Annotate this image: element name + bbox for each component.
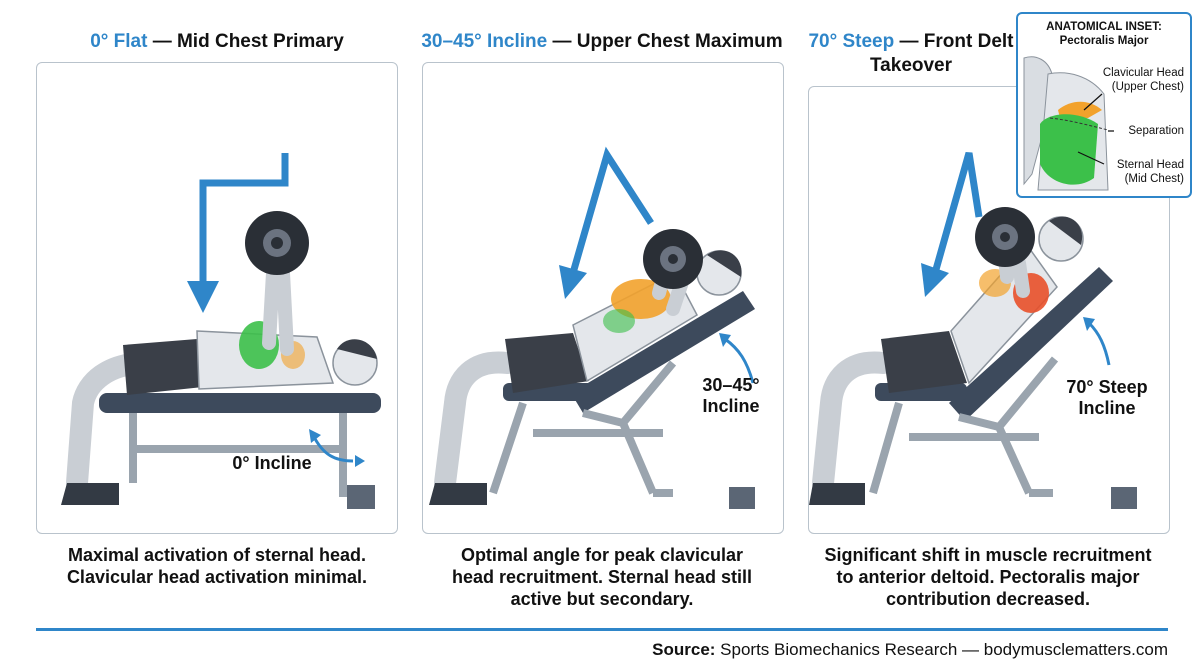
dumbbell-center xyxy=(1000,232,1010,242)
panel-2-caption-line3: active but secondary. xyxy=(510,589,694,609)
panel-3-caption-line1: Significant shift in muscle recruitment xyxy=(824,545,1152,565)
movement-arrow-head xyxy=(187,281,219,313)
angle-arrow xyxy=(311,434,354,463)
bench-backrest xyxy=(949,267,1113,421)
inset-label-clavicular-line2: (Upper Chest) xyxy=(1111,81,1184,93)
panel-1-title-accent: 0° Flat xyxy=(90,31,148,52)
sternal-head-highlight xyxy=(603,309,635,333)
inset-label-clavicular: Clavicular Head (Upper Chest) xyxy=(1088,66,1184,94)
inset-title-line1: ANATOMICAL INSET: xyxy=(1046,21,1162,33)
movement-arrow xyxy=(569,146,654,274)
panel-3-angle-label-line2: Incline xyxy=(1078,398,1136,418)
source-text: Sports Biomechanics Research — bodymuscl… xyxy=(715,640,1168,659)
source-credit: Source: Sports Biomechanics Research — b… xyxy=(652,640,1168,660)
panel-1-caption-line2: Clavicular head activation minimal. xyxy=(66,567,368,587)
movement-arrow xyxy=(199,153,289,285)
panel-2-title-accent: 30–45° Incline xyxy=(421,31,548,52)
inset-title: ANATOMICAL INSET: Pectoralis Major xyxy=(1018,20,1190,48)
panel-3-title-accent: 70° Steep xyxy=(808,31,895,52)
inset-label-sternal: Sternal Head (Mid Chest) xyxy=(1094,158,1184,186)
panel-2-angle-label-line2: Incline xyxy=(702,396,760,416)
dumbbell-center xyxy=(668,254,678,264)
angle-arrow-head-a xyxy=(309,429,321,443)
movement-arrow-head xyxy=(921,263,949,297)
athlete-legs xyxy=(434,351,518,494)
athlete-shorts xyxy=(123,339,203,395)
bench-frame xyxy=(489,360,677,497)
incline-bench-press-illustration xyxy=(429,146,755,509)
bench-pad xyxy=(99,393,381,413)
bench-foot xyxy=(729,487,755,509)
athlete-arms xyxy=(262,266,294,356)
anatomical-inset: ANATOMICAL INSET: Pectoralis Major Clavi… xyxy=(1016,12,1192,198)
panel-1-angle-label: 0° Incline xyxy=(217,453,327,474)
panel-1-illustration: 0° Incline xyxy=(36,62,398,534)
pectoralis-diagram xyxy=(1023,56,1114,191)
inset-arm-shape xyxy=(1023,56,1053,186)
panel-3-title: 70° Steep — Front Delt Takeover xyxy=(806,30,1016,76)
panel-2-illustration: 30–45° Incline xyxy=(422,62,784,534)
inset-label-sternal-line2: (Mid Chest) xyxy=(1124,173,1184,185)
athlete-shorts xyxy=(505,333,589,393)
inset-clavicular-pointer xyxy=(1083,93,1103,111)
panel-3-caption: Significant shift in muscle recruitment … xyxy=(800,544,1176,610)
athlete-shoe xyxy=(429,483,487,505)
athlete-shoe xyxy=(809,483,865,505)
steep-incline-press-illustration xyxy=(809,152,1137,509)
panel-3-title-rest: — Front Delt xyxy=(894,31,1014,52)
panel-2-caption-line1: Optimal angle for peak clavicular xyxy=(460,545,744,565)
inset-label-clavicular-line1: Clavicular Head xyxy=(1102,67,1184,79)
athlete-hair xyxy=(1049,216,1083,245)
athlete-shoe xyxy=(61,483,119,505)
angle-arrow xyxy=(1087,321,1111,366)
angle-arrow-head xyxy=(1083,317,1095,331)
movement-arrow-head xyxy=(559,265,587,299)
athlete-shorts xyxy=(881,331,967,393)
panel-2-title-rest: — Upper Chest Maximum xyxy=(547,31,783,52)
dumbbell-center xyxy=(271,237,283,249)
inset-clavicular-region xyxy=(1058,101,1102,118)
flat-bench-press-illustration xyxy=(61,153,381,509)
panel-2-angle-label-line1: 30–45° xyxy=(702,375,760,395)
movement-arrow xyxy=(931,152,983,274)
angle-arrow-head-b xyxy=(355,455,365,467)
bench-frame xyxy=(869,356,1059,497)
source-label: Source: xyxy=(652,640,716,659)
panel-2-caption: Optimal angle for peak clavicular head r… xyxy=(420,544,784,610)
athlete-legs xyxy=(812,351,894,494)
bench-foot xyxy=(1111,487,1137,509)
panel-2-title: 30–45° Incline — Upper Chest Maximum xyxy=(410,30,794,58)
inset-separation-line xyxy=(1049,117,1109,131)
panel-3-angle-label-line1: 70° Steep xyxy=(1066,377,1148,397)
athlete-hair xyxy=(707,250,742,277)
panel-1-caption: Maximal activation of sternal head. Clav… xyxy=(36,544,398,588)
panel-2-angle-label: 30–45° Incline xyxy=(683,375,779,417)
inset-title-line2: Pectoralis Major xyxy=(1059,35,1149,47)
inset-label-separation: Separation xyxy=(1128,125,1184,137)
footer-divider xyxy=(36,628,1168,631)
bench-foot xyxy=(347,485,375,509)
inset-label-sternal-line1: Sternal Head xyxy=(1116,159,1184,171)
inset-sternal-region xyxy=(1040,114,1098,185)
bench-backrest xyxy=(571,291,755,413)
panel-3-angle-label: 70° Steep Incline xyxy=(1047,377,1167,419)
panel-3-title-line2: Takeover xyxy=(869,55,953,76)
panel-1-angle-label-line1: 0° Incline xyxy=(232,453,312,473)
panel-2-caption-line2: head recruitment. Sternal head still xyxy=(451,567,753,587)
panel-1-title-rest: — Mid Chest Primary xyxy=(147,31,344,52)
panel-3-caption-line2: to anterior deltoid. Pectoralis major xyxy=(836,567,1140,587)
panel-1-caption-line1: Maximal activation of sternal head. xyxy=(67,545,367,565)
angle-arrow-head xyxy=(719,333,731,347)
inset-sternal-pointer xyxy=(1077,151,1105,165)
panel-3-caption-line3: contribution decreased. xyxy=(885,589,1091,609)
angle-arrow xyxy=(724,337,755,384)
panel-1-title: 0° Flat — Mid Chest Primary xyxy=(36,30,398,58)
athlete-hair xyxy=(337,339,377,359)
